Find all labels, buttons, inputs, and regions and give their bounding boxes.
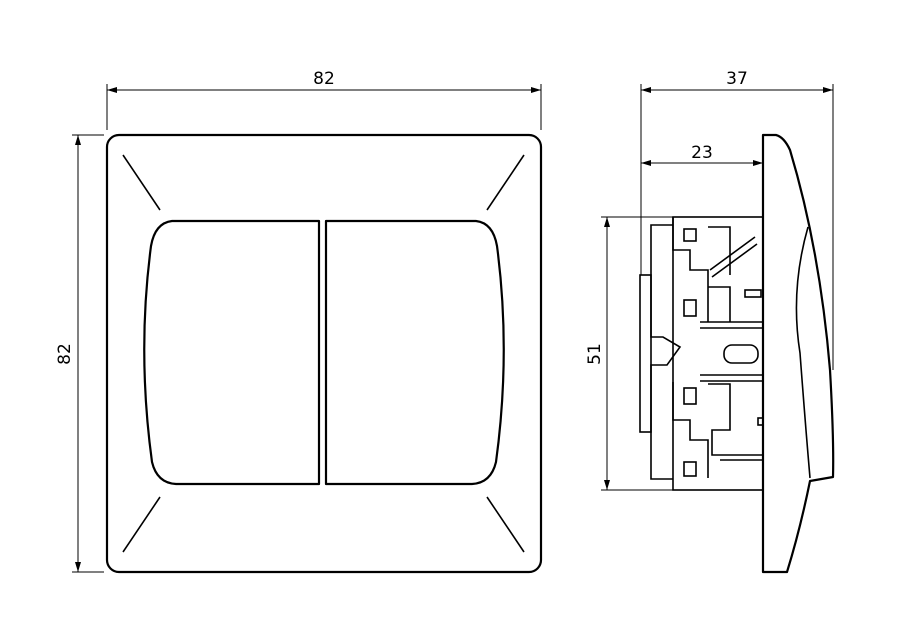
side-mount-depth-dimension: 23 [641,143,763,166]
front-width-dimension: 82 [106,69,542,130]
corner-line [122,154,161,211]
front-view [105,133,543,574]
front-height-dimension: 82 [55,134,104,573]
dimension-label-height: 82 [55,343,75,365]
corner-line [122,496,161,553]
dimension-label-width: 82 [313,69,335,89]
dimension-label-total-depth: 37 [726,69,748,89]
corner-line [486,154,525,211]
corner-line [486,496,525,553]
switch-mechanism [639,216,764,491]
dimension-label-mechanism-height: 51 [585,343,605,365]
side-view [639,133,835,574]
side-mechanism-height-dimension: 51 [585,216,673,491]
right-rocker-key [324,219,505,486]
dimension-label-mount-depth: 23 [691,143,713,163]
left-rocker-key [143,219,321,486]
rocker-profile [795,226,811,479]
side-total-depth-dimension: 37 [640,69,834,370]
cover-plate-profile [761,133,835,574]
cover-plate-outline [105,133,543,574]
